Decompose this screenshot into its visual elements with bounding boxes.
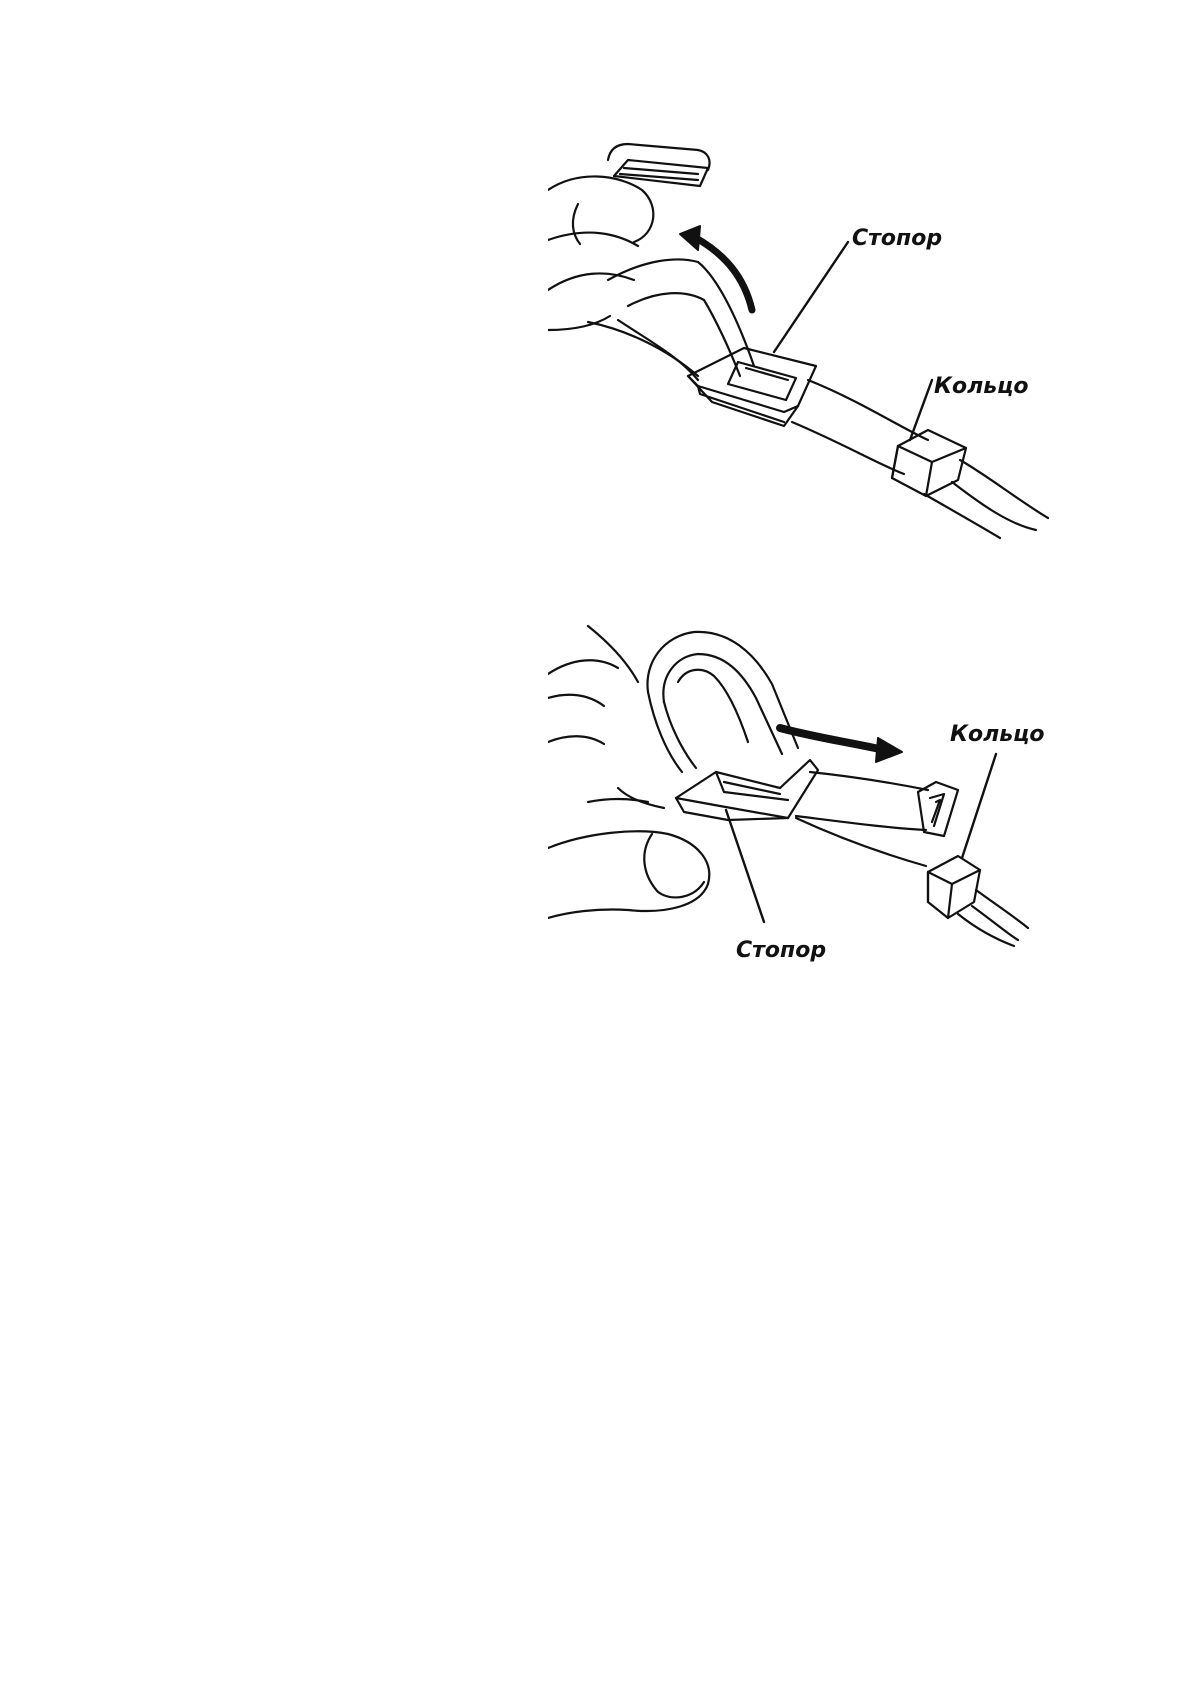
callout-ring: Кольцо — [934, 376, 1029, 398]
callout-ring: Кольцо — [950, 724, 1045, 746]
callout-stopper: Стопор — [736, 940, 826, 962]
strap-loosen-drawing — [548, 130, 1168, 580]
illustration-strap-tighten: Кольцо Стопор — [548, 622, 1168, 1062]
callout-stopper: Стопор — [852, 228, 942, 250]
strap-tighten-drawing — [548, 622, 1168, 1062]
illustration-strap-loosen: Стопор Кольцо — [548, 130, 1168, 580]
